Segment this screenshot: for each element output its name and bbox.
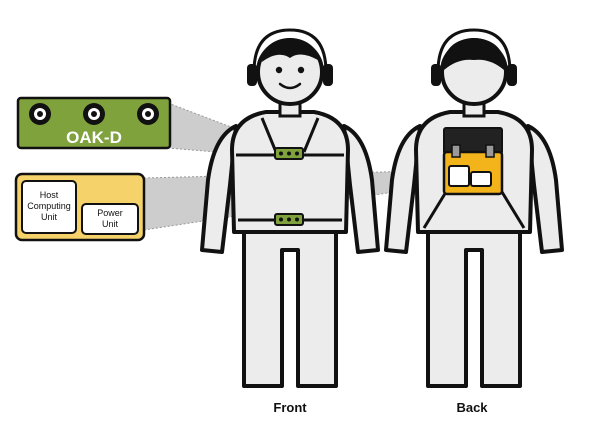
host-label-line3: Unit xyxy=(41,212,58,222)
front-figure-left-arm xyxy=(200,124,238,254)
power-unit-box xyxy=(81,203,139,235)
power-label-line1: Power xyxy=(97,208,123,218)
oak-d-label: OAK-D xyxy=(66,128,122,147)
front-headphones-band xyxy=(252,28,328,73)
front-figure-right-arm xyxy=(342,124,380,254)
back-headphone-right-icon xyxy=(507,64,517,86)
waist-camera-icon xyxy=(274,213,304,226)
backpack-icon xyxy=(442,127,504,196)
front-figure-torso xyxy=(230,110,350,234)
back-figure xyxy=(384,28,564,388)
chest-camera-icon xyxy=(274,147,304,160)
oak-d-lens-left-icon xyxy=(29,103,51,125)
back-figure-legs xyxy=(426,224,522,388)
front-figure-legs xyxy=(242,224,338,388)
power-label-line2: Unit xyxy=(102,219,119,229)
oak-d-lens-center-icon xyxy=(83,103,105,125)
front-figure xyxy=(200,28,380,388)
oak-d-lens-right-icon xyxy=(137,103,159,125)
back-caption: Back xyxy=(456,400,488,415)
oak-d-callout: OAK-D xyxy=(16,96,172,150)
back-figure-left-arm xyxy=(384,124,422,254)
host-computing-unit-box xyxy=(21,180,77,234)
back-headphone-left-icon xyxy=(431,64,441,86)
front-headphone-left-icon xyxy=(247,64,257,86)
back-headphones-band xyxy=(436,28,512,73)
back-figure-hair xyxy=(443,38,505,70)
host-label-line1: Host xyxy=(40,190,59,200)
front-caption: Front xyxy=(273,400,307,415)
host-label-line2: Computing xyxy=(27,201,71,211)
front-figure-hair xyxy=(262,38,318,62)
front-headphone-right-icon xyxy=(323,64,333,86)
compute-unit-callout: Host Computing Unit Power Unit xyxy=(14,172,146,242)
back-figure-right-arm xyxy=(526,124,564,254)
